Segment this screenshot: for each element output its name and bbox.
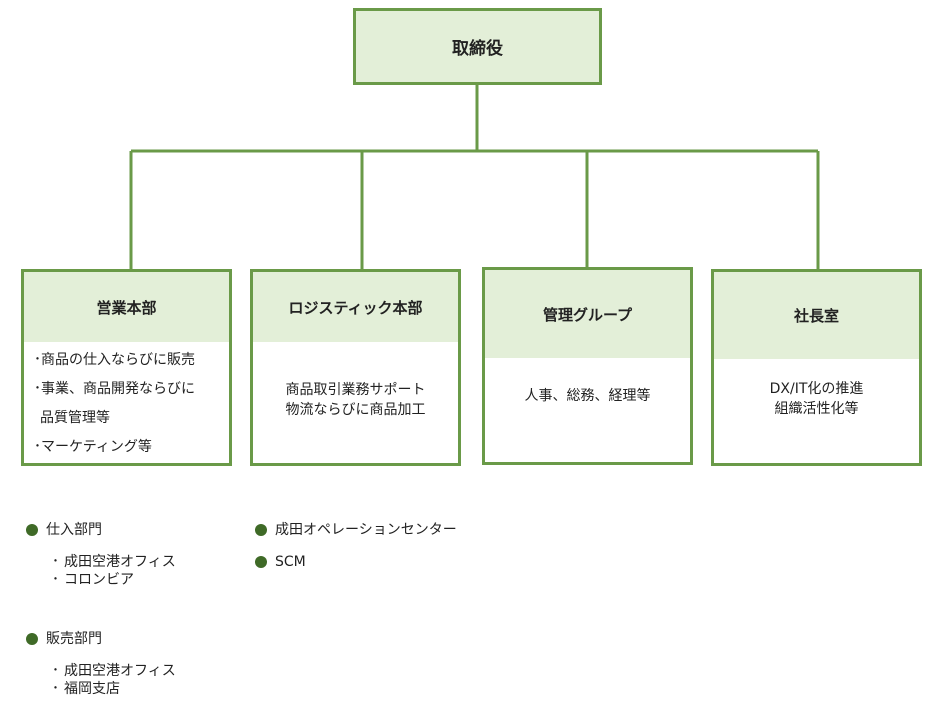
description-line: 商品取引業務サポート (285, 381, 426, 398)
board-of-directors-box: 取締役 (353, 8, 602, 85)
dept-title-logistics-hq: ロジスティック本部 (253, 272, 458, 342)
list-item: ･福岡支店 (52, 681, 120, 697)
dept-description-sales-hq: ･商品の仕入ならびに販売 ･事業、商品開発ならびに 品質管理等 ･マーケティング… (24, 342, 229, 466)
dept-title-sales-hq: 営業本部 (24, 272, 229, 342)
dept-description-logistics-hq: 商品取引業務サポート 物流ならびに商品加工 (253, 342, 458, 463)
description-line: ･事業、商品開発ならびに (34, 381, 195, 397)
legend-title: SCM (275, 554, 306, 570)
legend-purchasing: 仕入部門 ･成田空港オフィス ･コロンビア (26, 521, 176, 589)
list-item: ･コロンビア (52, 572, 134, 588)
description-line: ･マーケティング等 (34, 439, 152, 455)
description-line: 組織活性化等 (774, 401, 859, 417)
legend-narita-operation-center: 成田オペレーションセンター (255, 521, 457, 539)
description-line: 物流ならびに商品加工 (285, 401, 426, 418)
description-line: DX/IT化の推進 (769, 381, 864, 397)
legend-title: 販売部門 (46, 631, 102, 647)
legend-title: 成田オペレーションセンター (275, 522, 457, 538)
dept-description-presidents-office: DX/IT化の推進 組織活性化等 (714, 359, 919, 463)
description-line: 品質管理等 (40, 410, 110, 426)
dept-description-admin-group: 人事、総務、経理等 (485, 358, 690, 462)
legend-title: 仕入部門 (46, 522, 102, 538)
dept-box-logistics-hq: ロジスティック本部 商品取引業務サポート 物流ならびに商品加工 (250, 269, 461, 466)
legend-sales: 販売部門 ･成田空港オフィス ･福岡支店 (26, 630, 176, 698)
list-item: ･成田空港オフィス (52, 554, 176, 570)
dept-title-admin-group: 管理グループ (485, 270, 690, 358)
dept-box-sales-hq: 営業本部 ･商品の仕入ならびに販売 ･事業、商品開発ならびに 品質管理等 ･マー… (21, 269, 232, 466)
dept-title-presidents-office: 社長室 (714, 272, 919, 359)
bullet-dot-icon (26, 633, 38, 645)
bullet-dot-icon (26, 524, 38, 536)
legend-sub-list: ･成田空港オフィス ･コロンビア (52, 553, 176, 589)
bullet-dot-icon (255, 524, 267, 536)
description-line: ･商品の仕入ならびに販売 (34, 352, 195, 368)
board-of-directors-label: 取締役 (452, 39, 503, 59)
bullet-dot-icon (255, 556, 267, 568)
legend-scm: SCM (255, 553, 306, 571)
legend-sub-list: ･成田空港オフィス ･福岡支店 (52, 662, 176, 698)
dept-box-presidents-office: 社長室 DX/IT化の推進 組織活性化等 (711, 269, 922, 466)
description-line: 人事、総務、経理等 (524, 388, 651, 404)
dept-box-admin-group: 管理グループ 人事、総務、経理等 (482, 267, 693, 465)
list-item: ･成田空港オフィス (52, 663, 176, 679)
